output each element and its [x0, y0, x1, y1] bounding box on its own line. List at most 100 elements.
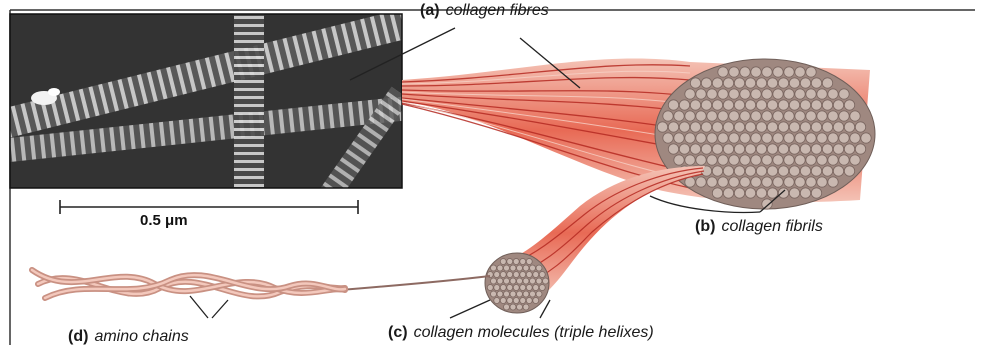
fibril-circle [729, 67, 739, 77]
molecule-circle [523, 265, 529, 271]
fibril-circle [718, 89, 728, 99]
fibril-circle [668, 100, 678, 110]
molecule-circle [533, 285, 539, 291]
fibril-circle [800, 78, 810, 88]
molecule-circle [517, 278, 523, 284]
fibril-circle [707, 177, 717, 187]
fibril-circle [767, 122, 777, 132]
molecule-circle [504, 291, 510, 297]
fibril-circle [762, 111, 772, 121]
fibril-circle [740, 67, 750, 77]
fibril-circle [767, 144, 777, 154]
fibril-circle [811, 78, 821, 88]
fibril-circle [701, 122, 711, 132]
molecule-circle [520, 285, 526, 291]
fibril-circle [778, 122, 788, 132]
fibril-circle [773, 155, 783, 165]
fibril-circle [729, 155, 739, 165]
molecule-circle [520, 272, 526, 278]
molecule-circle [510, 304, 516, 310]
fibril-circle [718, 133, 728, 143]
fibril-circle [718, 177, 728, 187]
fibril-circle [800, 166, 810, 176]
fibril-circle [762, 199, 772, 209]
scale-bar [60, 200, 358, 214]
fibril-circle [756, 144, 766, 154]
fibril-circle [663, 133, 673, 143]
fibril-circle [734, 122, 744, 132]
fibril-circle [740, 177, 750, 187]
leader-c-1 [450, 300, 490, 318]
fibril-circle [839, 155, 849, 165]
molecule-circle [510, 265, 516, 271]
fibril-circle [729, 133, 739, 143]
fibril-circle [839, 133, 849, 143]
fibril-circle [822, 78, 832, 88]
molecule-circle [533, 272, 539, 278]
fibril-circle [822, 166, 832, 176]
fibril-circle [685, 111, 695, 121]
molecule-cross-section [485, 253, 549, 313]
fibril-circle [822, 144, 832, 154]
fibril-circle [817, 155, 827, 165]
fibril-circle [729, 89, 739, 99]
fibril-circle [789, 144, 799, 154]
fibril-circle [734, 144, 744, 154]
fibril-circle [789, 188, 799, 198]
molecule-circle [536, 291, 542, 297]
fibril-circle [778, 188, 788, 198]
molecule-circle [494, 285, 500, 291]
molecule-circle [526, 285, 532, 291]
molecule-circle [539, 272, 545, 278]
fibril-circle [679, 100, 689, 110]
fibril-circle [668, 122, 678, 132]
fibril-circle [844, 122, 854, 132]
fibril-circle [723, 144, 733, 154]
fibril-circle [712, 188, 722, 198]
fibril-circle [828, 111, 838, 121]
fibril-circle [712, 122, 722, 132]
molecule-circle [507, 259, 513, 265]
fibril-circle [690, 122, 700, 132]
fibril-circle [701, 144, 711, 154]
fibril-circle [773, 177, 783, 187]
fibril-circle [784, 67, 794, 77]
fibril-circle [795, 133, 805, 143]
fibril-circle [778, 166, 788, 176]
fibril-circle [740, 89, 750, 99]
molecule-circle [497, 291, 503, 297]
fibril-circle [762, 67, 772, 77]
fibril-circle [723, 78, 733, 88]
fibril-circle [795, 155, 805, 165]
molecule-circle [536, 278, 542, 284]
fibril-circle [690, 78, 700, 88]
fibril-circle [740, 133, 750, 143]
label-a-letter: (a) [420, 2, 440, 19]
fibril-circle [734, 188, 744, 198]
fibril-circle [806, 133, 816, 143]
label-d-text: amino chains [94, 328, 188, 345]
fibril-circle [712, 78, 722, 88]
molecule-circle [523, 278, 529, 284]
label-a-text: collagen fibres [446, 2, 549, 19]
label-b-text: collagen fibrils [721, 218, 822, 235]
fibril-circle [806, 155, 816, 165]
fibril-circle [789, 100, 799, 110]
fibril-circle [767, 100, 777, 110]
molecule-circle [500, 259, 506, 265]
label-collagen-fibres: (a) collagen fibres [420, 2, 549, 20]
fibril-circle [795, 111, 805, 121]
molecule-circle [500, 285, 506, 291]
molecule-circle [497, 265, 503, 271]
molecule-circle [504, 278, 510, 284]
fibril-circle [745, 100, 755, 110]
fibril-circle [767, 78, 777, 88]
fibril-circle [707, 155, 717, 165]
fibril-circle [685, 155, 695, 165]
fibril-circle [817, 133, 827, 143]
fibril-circle [657, 122, 667, 132]
molecule-circle [517, 304, 523, 310]
fibril-circle [855, 122, 865, 132]
molecule-circle [530, 291, 536, 297]
fibril-circle [701, 78, 711, 88]
